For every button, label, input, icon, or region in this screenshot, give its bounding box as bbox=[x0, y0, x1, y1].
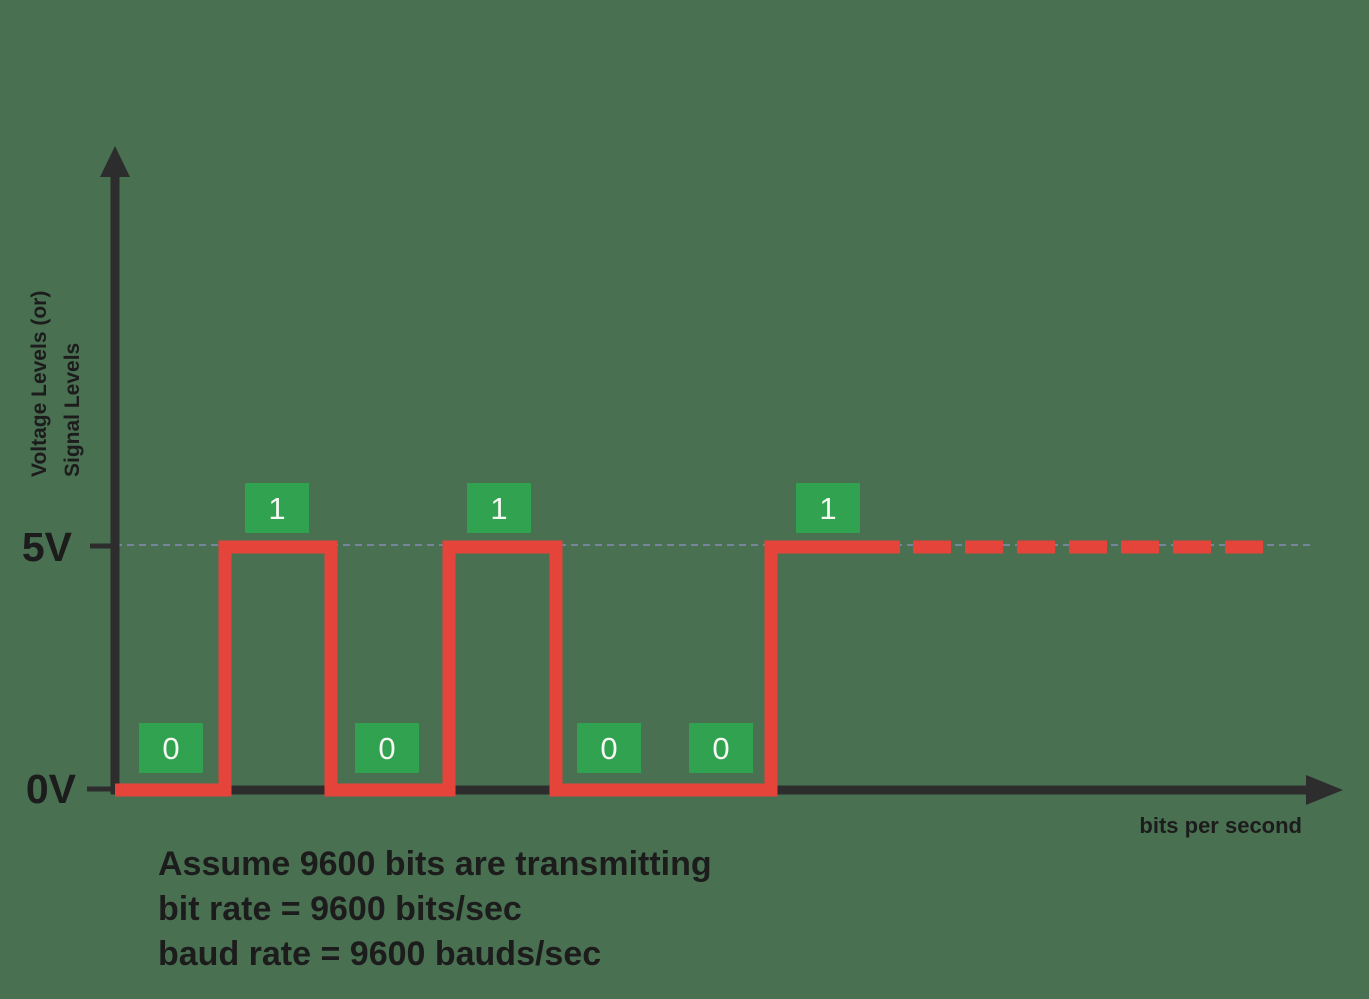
label-5v: 5V bbox=[22, 524, 73, 570]
bit-badge-label: 0 bbox=[712, 731, 729, 766]
annotation-line-2: bit rate = 9600 bits/sec bbox=[158, 890, 522, 928]
bit-badge bbox=[796, 483, 860, 533]
bit-badge-label: 0 bbox=[378, 731, 395, 766]
bit-badge-label: 1 bbox=[490, 491, 507, 526]
bit-badge bbox=[139, 723, 203, 773]
bit-badges: 0 1 0 1 0 0 1 bbox=[139, 483, 860, 773]
x-axis-label: bits per second bbox=[1139, 813, 1302, 838]
y-axis-arrow-icon bbox=[100, 146, 130, 177]
bit-badge-label: 1 bbox=[268, 491, 285, 526]
annotation-block: Assume 9600 bits are transmitting bit ra… bbox=[158, 842, 712, 977]
bit-badge-label: 0 bbox=[600, 731, 617, 766]
y-axis-label-line2: Signal Levels bbox=[61, 343, 84, 477]
annotation-line-3: baud rate = 9600 bauds/sec bbox=[158, 935, 602, 973]
bit-badge bbox=[689, 723, 753, 773]
bit-badge-label: 0 bbox=[162, 731, 179, 766]
y-axis-label-line1: Voltage Levels (or) bbox=[28, 291, 51, 477]
label-0v: 0V bbox=[26, 766, 77, 812]
annotation-line-1: Assume 9600 bits are transmitting bbox=[158, 845, 712, 883]
bit-badge-label: 1 bbox=[819, 491, 836, 526]
x-axis-arrow-icon bbox=[1306, 775, 1343, 805]
bit-badge bbox=[467, 483, 531, 533]
signal-waveform bbox=[115, 540, 900, 797]
bit-badge bbox=[355, 723, 419, 773]
bit-badge bbox=[577, 723, 641, 773]
bit-badge bbox=[245, 483, 309, 533]
